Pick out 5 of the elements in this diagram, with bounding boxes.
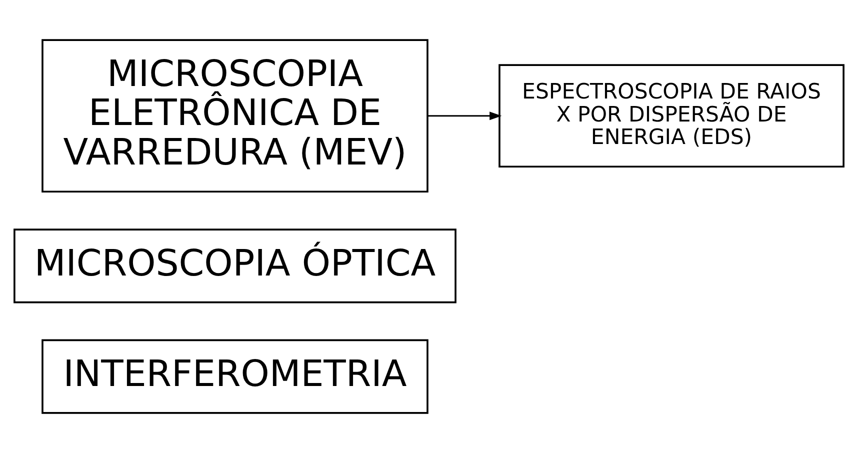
node-box: ESPECTROSCOPIA DE RAIOS X POR DISPERSÃO DE ENERGIA (EDS) <box>498 64 844 168</box>
arrow <box>428 111 502 120</box>
node-box: MICROSCOPIA ÓPTICA <box>14 228 456 303</box>
node-box: MICROSCOPIA ELETRÔNICA DE VARREDURA (MEV) <box>42 38 428 192</box>
node-box: INTERFEROMETRIA <box>42 338 428 414</box>
